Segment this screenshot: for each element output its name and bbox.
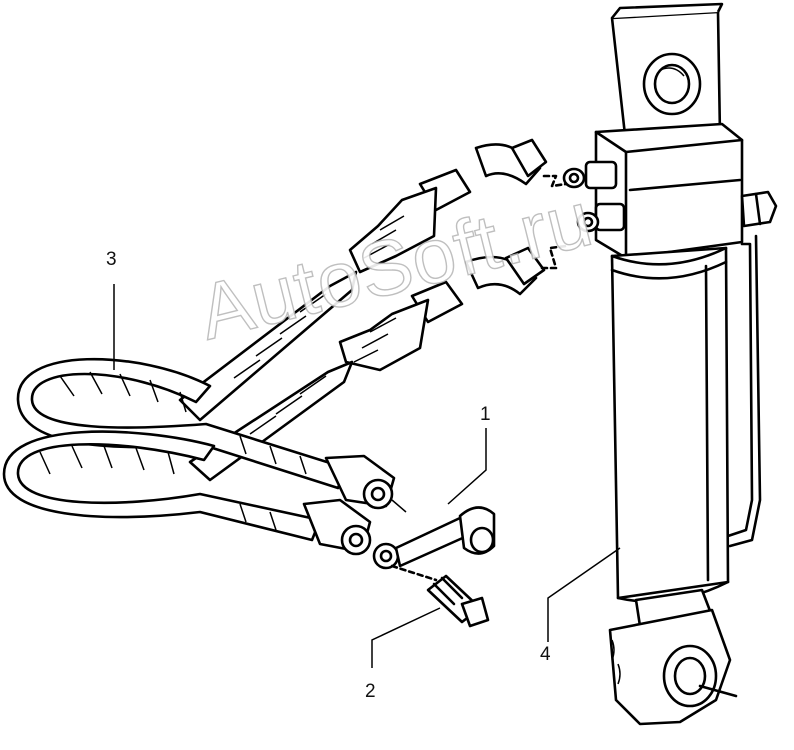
hydraulic-cylinder (562, 2, 778, 726)
hose-end-fitting-upper (324, 454, 407, 513)
port-fitting-lower (576, 202, 626, 233)
leader-line-1 (447, 428, 487, 505)
banjo-fitting (372, 506, 496, 582)
port-fitting-upper (562, 160, 618, 190)
callout-2: 2 (365, 681, 376, 702)
leader-line-4 (547, 547, 621, 642)
bleed-nipple (426, 574, 490, 628)
callout-4: 4 (540, 644, 551, 665)
callout-3: 3 (106, 249, 117, 270)
hose-assembly (2, 138, 568, 556)
hose-end-fitting-lower (302, 498, 372, 556)
leader-line-2 (371, 607, 441, 668)
callout-1: 1 (480, 404, 491, 425)
